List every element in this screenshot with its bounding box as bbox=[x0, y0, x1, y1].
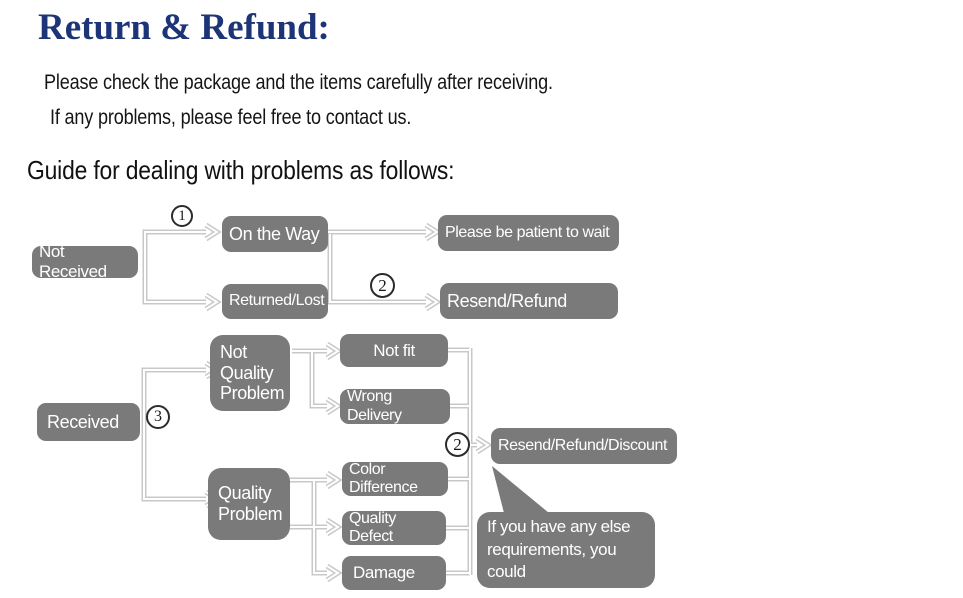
step-marker-digit: 2 bbox=[378, 275, 387, 295]
node-returned-lost: Returned/Lost bbox=[222, 284, 328, 319]
page-title: Return & Refund: bbox=[38, 7, 330, 48]
intro-line-2: If any problems, please feel free to con… bbox=[50, 106, 412, 129]
node-not-fit: Not fit bbox=[340, 334, 448, 367]
node-received: Received bbox=[37, 403, 140, 441]
node-label: Not fit bbox=[373, 340, 415, 360]
node-label: Color Difference bbox=[349, 460, 418, 496]
node-color-difference: Color Difference bbox=[342, 460, 448, 496]
step-marker-digit: 3 bbox=[154, 408, 162, 425]
node-label: Resend/Refund bbox=[447, 290, 567, 311]
node-label: Damage bbox=[353, 563, 415, 583]
node-label: Received bbox=[47, 411, 119, 432]
speech-bubble: If you have any else requirements, you c… bbox=[477, 512, 655, 598]
guide-heading: Guide for dealing with problems as follo… bbox=[27, 155, 455, 185]
node-resend-refund-discount: Resend/Refund/Discount bbox=[491, 428, 677, 464]
node-not-received: Not Received bbox=[32, 242, 138, 281]
node-label: Quality Defect bbox=[349, 509, 396, 545]
node-please-be-patient: Please be patient to wait bbox=[438, 215, 619, 251]
step-marker-digit: 2 bbox=[453, 434, 462, 454]
speech-bubble-text: If you have any else requirements, you c… bbox=[487, 517, 631, 598]
step-marker-digit: 1 bbox=[178, 207, 186, 224]
node-label: Wrong Delivery bbox=[347, 388, 402, 424]
node-quality-defect: Quality Defect bbox=[342, 509, 446, 545]
speech-bubble-tail bbox=[492, 466, 549, 513]
step-marker-2-bottom: 2 bbox=[445, 432, 470, 457]
node-label: Not Received bbox=[39, 242, 107, 281]
step-marker-1: 1 bbox=[171, 205, 193, 227]
node-label: Please be patient to wait bbox=[445, 223, 610, 241]
node-label: On the Way bbox=[229, 223, 320, 244]
node-not-quality-problem: Not Quality Problem bbox=[210, 335, 290, 411]
node-on-the-way: On the Way bbox=[222, 216, 328, 252]
node-label: Returned/Lost bbox=[229, 292, 325, 310]
step-marker-3: 3 bbox=[146, 405, 170, 429]
node-damage: Damage bbox=[342, 556, 446, 590]
node-quality-problem: Quality Problem bbox=[208, 468, 290, 540]
node-label: Quality Problem bbox=[218, 483, 283, 524]
node-label: Resend/Refund/Discount bbox=[498, 436, 668, 454]
intro-line-1: Please check the package and the items c… bbox=[44, 71, 553, 94]
node-wrong-delivery: Wrong Delivery bbox=[340, 388, 450, 424]
connector-lines-core bbox=[143, 231, 477, 575]
node-label: Not Quality Problem bbox=[220, 341, 285, 404]
node-resend-refund: Resend/Refund bbox=[440, 283, 618, 319]
step-marker-2-top: 2 bbox=[370, 273, 395, 298]
